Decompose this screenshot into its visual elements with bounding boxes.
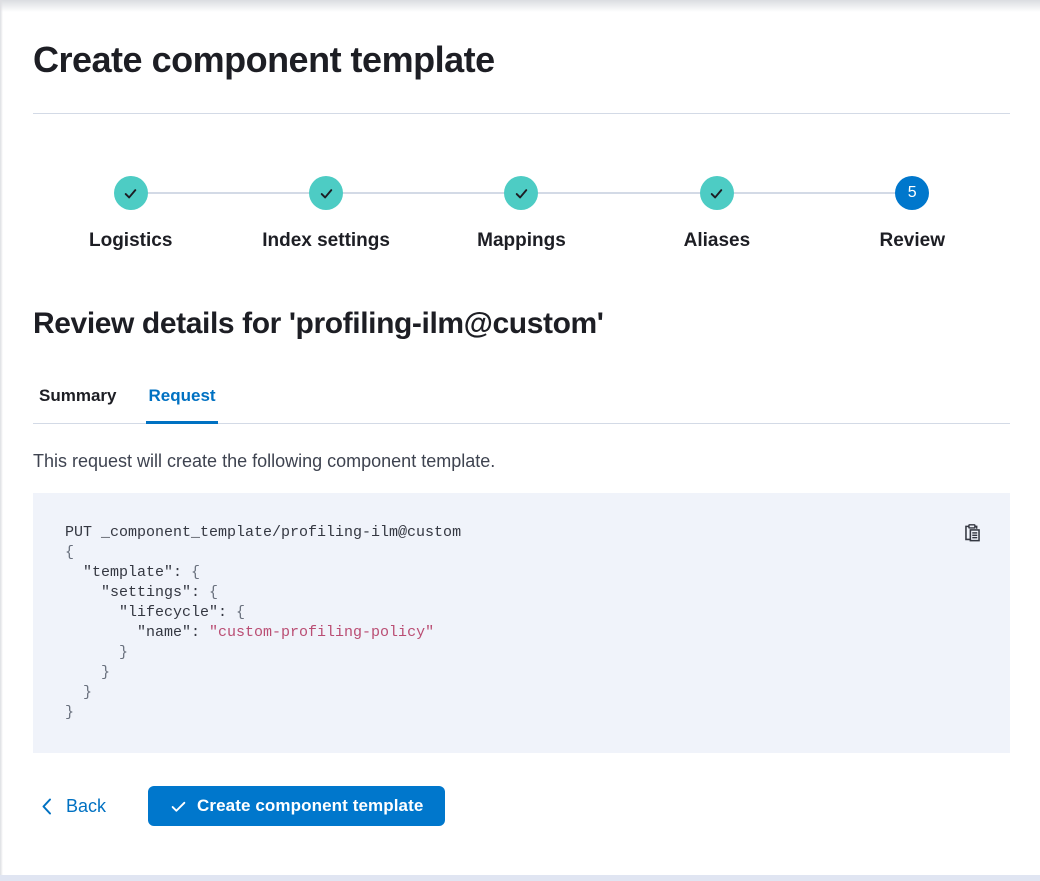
title-divider <box>33 113 1010 114</box>
page-title: Create component template <box>33 39 495 80</box>
request-description: This request will create the following c… <box>33 451 496 471</box>
step-complete-circle <box>699 176 734 210</box>
step-logistics[interactable]: Logistics <box>33 176 228 253</box>
review-heading: Review details for 'profiling-ilm@custom… <box>33 307 604 340</box>
check-icon <box>320 188 332 198</box>
check-icon <box>171 801 186 812</box>
step-label: Logistics <box>88 230 173 251</box>
check-icon <box>711 188 723 198</box>
back-label: Back <box>66 795 107 816</box>
step-current-circle: 5 <box>895 176 930 210</box>
copy-button[interactable] <box>959 519 986 551</box>
step-mappings[interactable]: Mappings <box>424 176 619 253</box>
step-label: Review <box>879 230 945 251</box>
step-label: Mappings <box>477 230 566 251</box>
check-icon <box>515 188 528 198</box>
create-component-template-page: Create component template Logistics Inde… <box>33 39 1010 826</box>
step-number: 5 <box>907 184 917 201</box>
check-icon <box>124 188 137 198</box>
step-complete-circle <box>113 176 148 210</box>
step-aliases[interactable]: Aliases <box>619 176 814 253</box>
step-complete-circle <box>504 176 539 210</box>
review-tabs: Summary Request <box>33 386 1010 424</box>
code-content: PUT _component_template/profiling-ilm@cu… <box>65 524 462 721</box>
bottom-strip <box>0 875 1040 881</box>
create-component-template-button[interactable]: Create component template <box>148 786 446 826</box>
tab-request[interactable]: Request <box>146 386 218 424</box>
tab-summary[interactable]: Summary <box>37 386 118 424</box>
submit-label: Create component template <box>197 796 424 815</box>
chevron-left-icon <box>42 798 51 814</box>
step-index-settings[interactable]: Index settings <box>228 176 423 253</box>
request-code-block: PUT _component_template/profiling-ilm@cu… <box>33 493 1010 753</box>
footer-actions: Back Create component template <box>33 786 1010 826</box>
wizard-stepper: Logistics Index settings Mappings <box>33 176 1010 253</box>
step-label: Aliases <box>683 230 751 251</box>
copy-clipboard-icon <box>965 524 980 542</box>
back-button[interactable]: Back <box>41 796 106 817</box>
step-review[interactable]: 5 Review <box>815 176 1010 253</box>
step-complete-circle <box>309 176 344 210</box>
step-label: Index settings <box>262 230 390 251</box>
